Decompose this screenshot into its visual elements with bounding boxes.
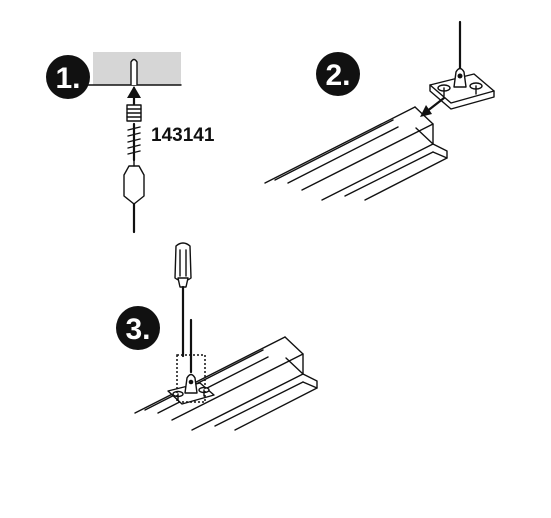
light-profile-icon: [264, 106, 448, 201]
step-3-group: 3.: [116, 242, 318, 431]
step-1-badge: 1.: [46, 55, 90, 99]
highlight-box: [176, 354, 206, 403]
step-2-badge: 2.: [316, 52, 360, 96]
wall-anchor-icon: [126, 104, 142, 122]
suspension-clip-icon: [167, 318, 215, 405]
step-1-label: 1.: [55, 62, 80, 95]
ceiling-panel-icon: [87, 52, 182, 86]
screwdriver-icon: [174, 242, 192, 358]
part-number: 143141: [151, 125, 215, 146]
slide-arrow-icon: [420, 96, 446, 117]
up-arrow-icon: [127, 86, 141, 106]
step-3-label: 3.: [125, 313, 150, 346]
suspension-clip-icon: [429, 20, 495, 110]
wire-hook-icon: [123, 159, 145, 234]
light-profile-icon: [134, 336, 318, 431]
screw-icon: [127, 122, 141, 162]
step-3-badge: 3.: [116, 306, 160, 350]
step-2-label: 2.: [325, 59, 350, 92]
step-1-group: 1. 143141: [46, 52, 215, 234]
step-2-group: 2.: [264, 20, 495, 201]
